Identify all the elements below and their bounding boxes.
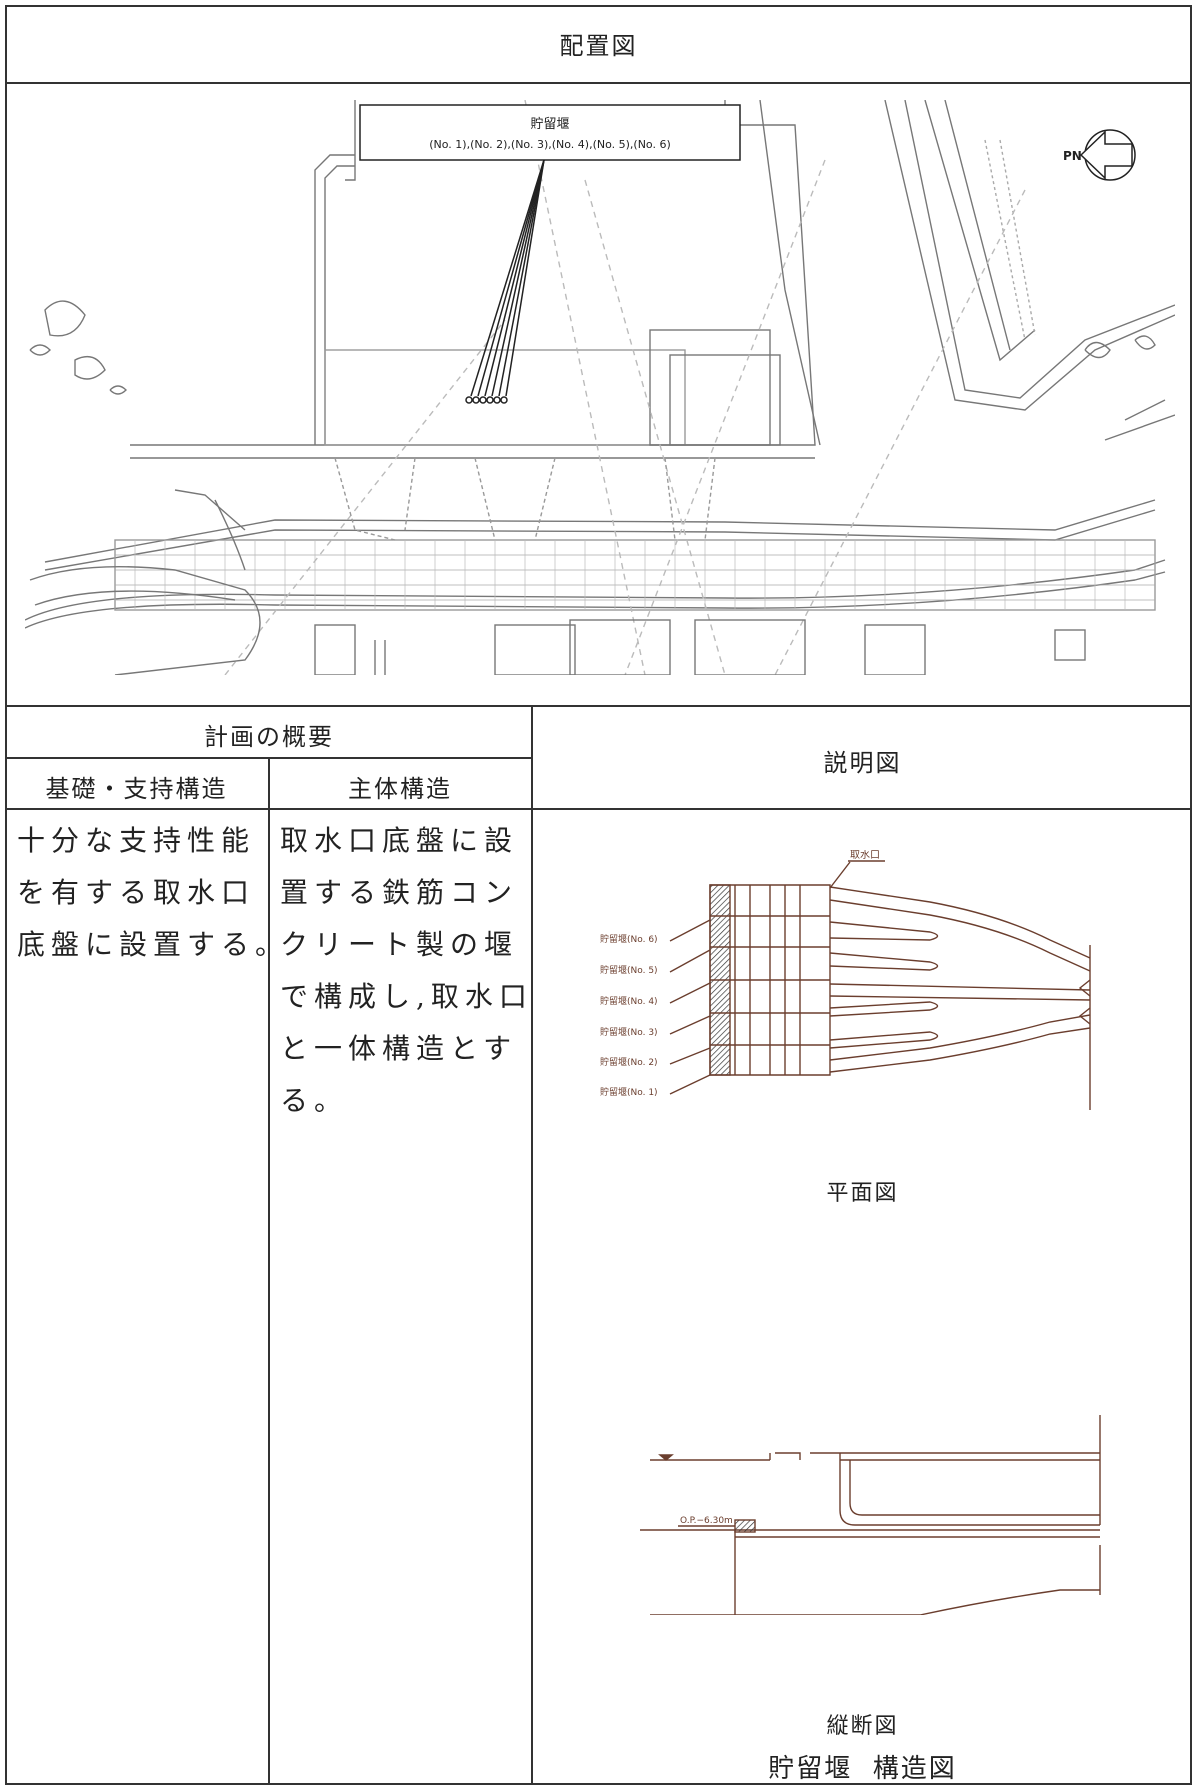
explanation-header: 説明図 [823,749,902,777]
main-line: で構成し,取水口 [280,980,533,1013]
plan-view-drawing: 取水口 貯留堰(No. 6) 貯留堰(No. 5) 貯留堰(No. 4) 貯留堰… [600,850,1091,1110]
main-line: と一体構造とす [280,1032,518,1065]
column-foundation-header: 基礎・支持構造 [45,775,228,803]
weir-label-no6: 貯留堰(No. 6) [600,933,658,945]
foundation-line: 十分な支持性能 [17,824,256,857]
foundation-line: を有する取水口 [17,876,256,909]
foundation-text: 十分な支持性能 を有する取水口 底盤に設置する。 [17,815,289,971]
north-arrow-icon: PN [1063,129,1136,181]
intake-label: 取水口 [850,850,880,861]
main-line: 置する鉄筋コン [280,876,519,909]
weir-label-no2: 貯留堰(No. 2) [600,1056,658,1068]
north-label: PN [1063,149,1082,163]
foundation-line: 底盤に設置する。 [17,928,290,961]
callout-numbers: (No. 1),(No. 2),(No. 3),(No. 4),(No. 5),… [429,138,671,151]
layout-map: 貯留堰 (No. 1),(No. 2),(No. 3),(No. 4),(No.… [25,100,1175,675]
section-view-drawing: O.P.−6.30m [640,1415,1101,1615]
main-line: 取水口底盤に設 [280,824,519,857]
elevation-label: O.P.−6.30m [680,1516,733,1526]
rule-under-column-headers [5,808,1192,810]
weir-label-no1: 貯留堰(No. 1) [600,1086,658,1098]
column-main-structure-header: 主体構造 [348,775,452,803]
section-view-caption: 縦断図 [826,1714,899,1739]
main-structure-text: 取水口底盤に設 置する鉄筋コン クリート製の堰 で構成し,取水口 と一体構造とす… [280,815,533,1127]
rule-under-map [5,705,1192,707]
weir-label-no5: 貯留堰(No. 5) [600,964,658,976]
weir-label-no4: 貯留堰(No. 4) [600,995,658,1007]
plan-summary-header: 計画の概要 [204,723,334,751]
rule-under-title [5,82,1192,84]
rule-col-explanation [531,705,533,1785]
callout-title: 貯留堰 [530,117,569,132]
figure-title: 貯留堰 構造図 [768,1754,957,1784]
weir-label-no3: 貯留堰(No. 3) [600,1026,658,1038]
main-line: クリート製の堰 [280,928,519,961]
layout-title: 配置図 [559,32,638,60]
rule-col-main [268,757,270,1785]
main-line: る。 [280,1084,349,1117]
document-frame [5,5,1192,1785]
plan-view-caption: 平面図 [826,1181,899,1206]
